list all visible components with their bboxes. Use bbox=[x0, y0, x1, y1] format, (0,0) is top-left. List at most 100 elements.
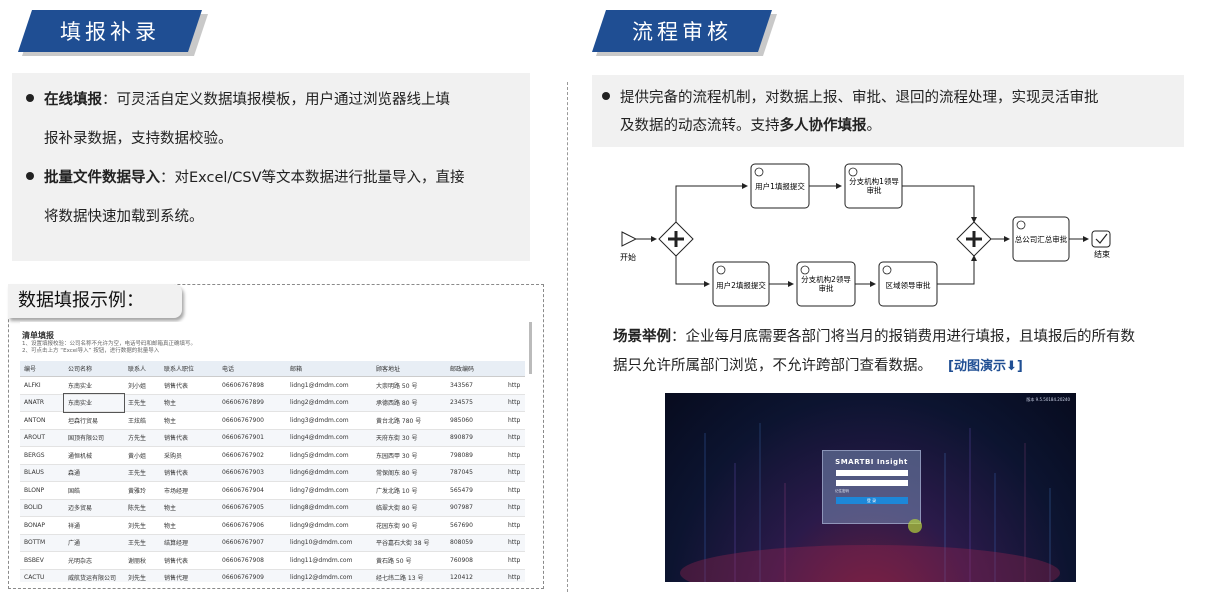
table-cell[interactable]: 黄石路 50 号 bbox=[372, 551, 446, 570]
table-cell[interactable]: 平谷嘉石大街 38 号 bbox=[372, 534, 446, 552]
table-cell[interactable]: 祥通 bbox=[64, 516, 124, 535]
table-cell[interactable]: lidng5@dmdm.com bbox=[286, 446, 372, 465]
table-cell[interactable]: 760908 bbox=[446, 551, 504, 570]
password-field[interactable] bbox=[835, 480, 908, 486]
table-cell[interactable]: 890879 bbox=[446, 429, 504, 447]
table-cell[interactable]: 王炫皓 bbox=[124, 411, 160, 430]
table-cell[interactable]: 天府东街 30 号 bbox=[372, 429, 446, 447]
table-cell[interactable]: 广发北路 10 号 bbox=[372, 481, 446, 500]
table-cell[interactable]: 常保阁东 80 号 bbox=[372, 464, 446, 482]
table-cell[interactable]: 广通 bbox=[64, 534, 124, 552]
table-cell[interactable]: 刘先生 bbox=[124, 516, 160, 535]
table-cell[interactable]: 06606767901 bbox=[218, 429, 286, 447]
table-cell[interactable]: 结算经理 bbox=[160, 534, 218, 552]
table-cell[interactable]: BONAP bbox=[20, 516, 64, 535]
table-cell[interactable]: 06606767900 bbox=[218, 411, 286, 430]
table-cell[interactable]: 经七纬二路 13 号 bbox=[372, 569, 446, 582]
sheet-scrollbar[interactable] bbox=[529, 322, 532, 374]
table-cell[interactable]: 迈多贸易 bbox=[64, 499, 124, 517]
table-cell[interactable]: 985060 bbox=[446, 411, 504, 430]
table-cell[interactable]: 东南实业 bbox=[63, 393, 125, 413]
table-cell[interactable]: 临翠大街 80 号 bbox=[372, 499, 446, 517]
table-cell[interactable]: 06606767904 bbox=[218, 481, 286, 500]
table-cell[interactable]: 光明杂志 bbox=[64, 551, 124, 570]
table-cell[interactable]: 销售代表 bbox=[160, 376, 218, 395]
table-cell[interactable]: 物主 bbox=[160, 411, 218, 430]
table-cell[interactable]: lidng4@dmdm.com bbox=[286, 429, 372, 447]
table-cell[interactable]: 森通 bbox=[64, 464, 124, 482]
table-cell[interactable]: 06606767902 bbox=[218, 446, 286, 465]
table-cell[interactable]: lidng10@dmdm.com bbox=[286, 534, 372, 552]
table-cell[interactable]: AROUT bbox=[20, 429, 64, 447]
table-cell[interactable]: http bbox=[504, 534, 525, 552]
table-cell[interactable]: 采购员 bbox=[160, 446, 218, 465]
table-cell[interactable]: 销售代表 bbox=[160, 429, 218, 447]
table-cell[interactable]: 王先生 bbox=[124, 464, 160, 482]
table-cell[interactable]: BLONP bbox=[20, 481, 64, 500]
table-cell[interactable]: 坦森行贸易 bbox=[64, 411, 124, 430]
table-cell[interactable]: 黄台北路 780 号 bbox=[372, 411, 446, 430]
table-cell[interactable]: http bbox=[504, 464, 525, 482]
table-cell[interactable]: 06606767898 bbox=[218, 376, 286, 395]
table-cell[interactable]: 销售代表 bbox=[160, 464, 218, 482]
table-cell[interactable]: 06606767908 bbox=[218, 551, 286, 570]
table-cell[interactable]: 120412 bbox=[446, 569, 504, 582]
table-cell[interactable]: 刘先生 bbox=[124, 569, 160, 582]
table-cell[interactable]: 06606767906 bbox=[218, 516, 286, 535]
table-cell[interactable]: http bbox=[504, 569, 525, 582]
remember-checkbox[interactable]: 记住密码 bbox=[835, 489, 849, 493]
table-cell[interactable]: http bbox=[504, 394, 525, 412]
table-cell[interactable]: lidng3@dmdm.com bbox=[286, 411, 372, 430]
table-cell[interactable]: 方先生 bbox=[124, 429, 160, 447]
table-cell[interactable]: 国皓 bbox=[64, 481, 124, 500]
table-cell[interactable]: 国顶有限公司 bbox=[64, 429, 124, 447]
table-cell[interactable]: 234575 bbox=[446, 394, 504, 412]
table-cell[interactable]: BERGS bbox=[20, 446, 64, 465]
table-cell[interactable]: http bbox=[504, 481, 525, 500]
table-cell[interactable]: 销售代理 bbox=[160, 569, 218, 582]
table-cell[interactable]: 王先生 bbox=[124, 534, 160, 552]
table-cell[interactable]: 06606767909 bbox=[218, 569, 286, 582]
table-cell[interactable]: lidng9@dmdm.com bbox=[286, 516, 372, 535]
table-cell[interactable]: lidng11@dmdm.com bbox=[286, 551, 372, 570]
demo-link[interactable]: [动图演示⬇] bbox=[948, 359, 1023, 374]
table-cell[interactable]: 787045 bbox=[446, 464, 504, 482]
table-cell[interactable]: BSBEV bbox=[20, 551, 64, 570]
table-cell[interactable]: 567690 bbox=[446, 516, 504, 535]
table-cell[interactable]: BLAUS bbox=[20, 464, 64, 482]
table-cell[interactable]: lidng8@dmdm.com bbox=[286, 499, 372, 517]
table-cell[interactable]: 907987 bbox=[446, 499, 504, 517]
table-cell[interactable]: 06606767905 bbox=[218, 499, 286, 517]
table-cell[interactable]: 通恒机械 bbox=[64, 446, 124, 465]
table-cell[interactable]: BOTTM bbox=[20, 534, 64, 552]
table-cell[interactable]: 承德西路 80 号 bbox=[372, 394, 446, 412]
login-button[interactable]: 登 录 bbox=[835, 497, 908, 504]
table-cell[interactable]: http bbox=[504, 411, 525, 430]
table-cell[interactable]: 808059 bbox=[446, 534, 504, 552]
table-cell[interactable]: 市场经理 bbox=[160, 481, 218, 500]
table-cell[interactable]: 黄雅玲 bbox=[124, 481, 160, 500]
table-cell[interactable]: CACTU bbox=[20, 569, 64, 582]
table-cell[interactable]: 陈先生 bbox=[124, 499, 160, 517]
table-cell[interactable]: ANTON bbox=[20, 411, 64, 430]
table-cell[interactable]: 06606767899 bbox=[218, 394, 286, 412]
table-cell[interactable]: 刘小姐 bbox=[124, 376, 160, 395]
table-cell[interactable]: 王先生 bbox=[124, 394, 160, 412]
table-cell[interactable]: lidng6@dmdm.com bbox=[286, 464, 372, 482]
table-cell[interactable]: ALFKI bbox=[20, 376, 64, 395]
table-cell[interactable]: BOLID bbox=[20, 499, 64, 517]
table-cell[interactable]: http bbox=[504, 446, 525, 465]
table-cell[interactable]: http bbox=[504, 516, 525, 535]
table-cell[interactable]: 798089 bbox=[446, 446, 504, 465]
table-cell[interactable]: 销售代表 bbox=[160, 551, 218, 570]
table-cell[interactable]: http bbox=[504, 551, 525, 570]
table-cell[interactable]: 黄小姐 bbox=[124, 446, 160, 465]
table-cell[interactable]: lidng12@dmdm.com bbox=[286, 569, 372, 582]
table-cell[interactable]: lidng2@dmdm.com bbox=[286, 394, 372, 412]
table-cell[interactable]: 06606767907 bbox=[218, 534, 286, 552]
table-cell[interactable]: http bbox=[504, 376, 525, 395]
table-cell[interactable]: 东南实业 bbox=[64, 376, 124, 395]
username-field[interactable] bbox=[835, 470, 908, 476]
table-cell[interactable]: 大崇明路 50 号 bbox=[372, 376, 446, 395]
table-cell[interactable]: 物主 bbox=[160, 499, 218, 517]
